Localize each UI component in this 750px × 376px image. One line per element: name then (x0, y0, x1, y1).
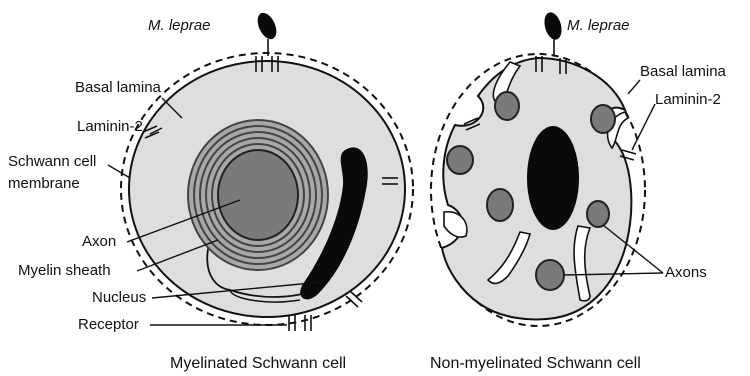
left-basal-lamina-label: Basal lamina (75, 79, 162, 96)
right-axon-2 (591, 105, 615, 133)
left-nucleus-label: Nucleus (92, 289, 146, 306)
right-nucleus (527, 126, 579, 230)
right-axon-4 (487, 189, 513, 221)
left-axon (218, 150, 298, 240)
right-axon-5 (587, 201, 609, 227)
left-myelin-label: Myelin sheath (18, 262, 111, 279)
left-receptor-label: Receptor (78, 316, 139, 333)
right-axon-6 (536, 260, 564, 290)
non-myelinated-schwann-cell: M. leprae Basal lamina Laminin-2 Axons N… (430, 10, 727, 372)
left-membrane-label-line2: membrane (8, 175, 80, 192)
right-laminin-label: Laminin-2 (655, 91, 721, 108)
right-basal-lamina-label: Basal lamina (640, 63, 727, 80)
right-axon-3 (447, 146, 473, 174)
right-axons-label: Axons (665, 264, 707, 281)
m-leprae-left (254, 10, 280, 42)
left-membrane-label-line1: Schwann cell (8, 153, 96, 170)
myelinated-schwann-cell: M. leprae Basal lamina Laminin-2 Schwann… (8, 10, 413, 372)
left-caption: Myelinated Schwann cell (170, 355, 346, 372)
left-axon-label: Axon (82, 233, 116, 250)
left-laminin-label: Laminin-2 (77, 118, 143, 135)
m-leprae-label-left: M. leprae (148, 17, 211, 34)
right-caption: Non-myelinated Schwann cell (430, 355, 641, 372)
right-axon-1 (495, 92, 519, 120)
m-leprae-right (542, 10, 565, 41)
m-leprae-label-right: M. leprae (567, 17, 630, 34)
